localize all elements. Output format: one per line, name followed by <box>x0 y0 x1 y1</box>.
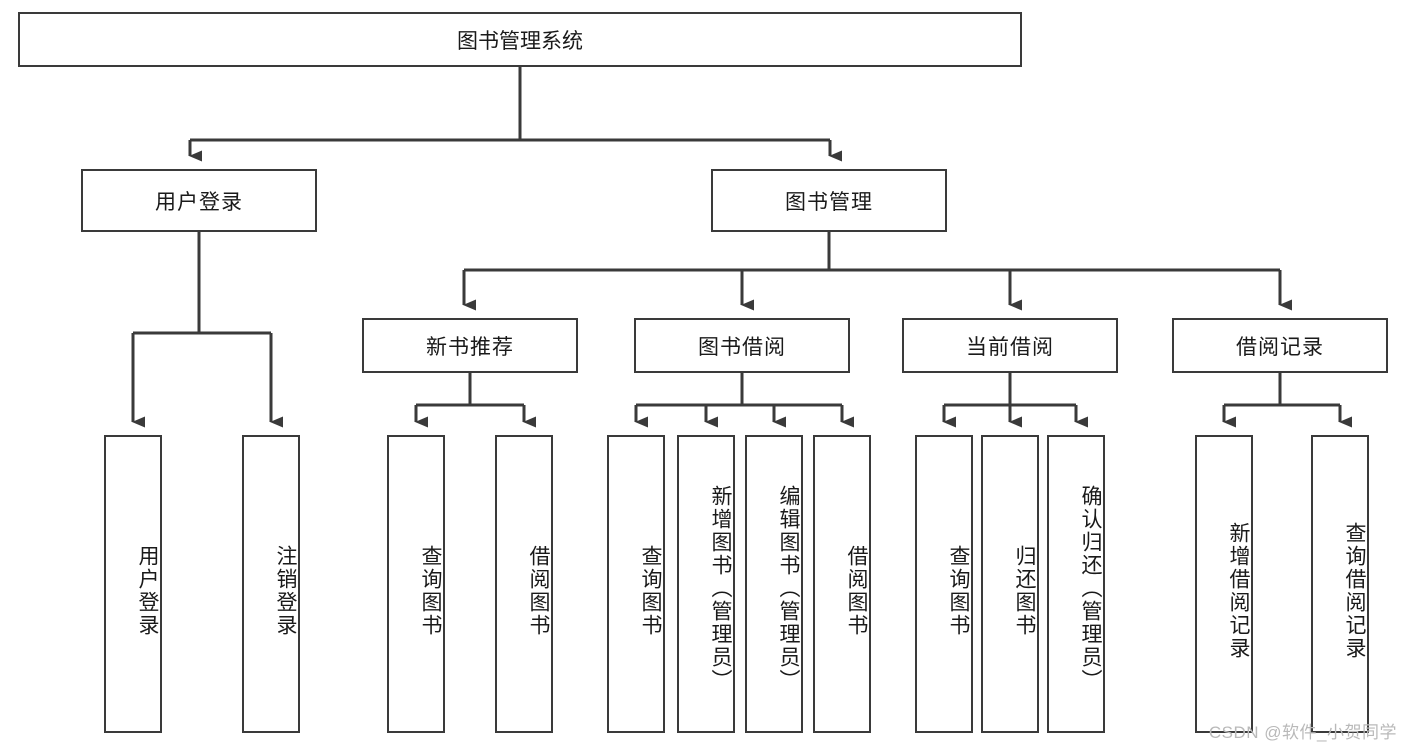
node-book-manage-label: 图书管理 <box>785 190 873 214</box>
node-borrow-record[interactable]: 借阅记录 <box>1172 318 1388 373</box>
node-leaf-rec-query-book[interactable]: 查询图书 <box>387 435 445 733</box>
node-book-borrow[interactable]: 图书借阅 <box>634 318 850 373</box>
node-leaf-rec-add-record-label: 新增借阅记录 <box>1227 522 1250 660</box>
node-leaf-borrow-borrow-book[interactable]: 借阅图书 <box>813 435 871 733</box>
node-user-login-label: 用户登录 <box>155 190 243 214</box>
node-leaf-cur-query-book[interactable]: 查询图书 <box>915 435 973 733</box>
node-leaf-user-logout-label: 注销登录 <box>274 545 297 637</box>
node-leaf-user-login[interactable]: 用户登录 <box>104 435 162 733</box>
node-leaf-borrow-query-book[interactable]: 查询图书 <box>607 435 665 733</box>
node-current-borrow-label: 当前借阅 <box>966 335 1054 359</box>
node-borrow-record-label: 借阅记录 <box>1236 335 1324 359</box>
node-leaf-cur-confirm-return-label: 确认归还（管理员） <box>1079 484 1102 692</box>
node-leaf-user-login-label: 用户登录 <box>136 545 159 637</box>
node-book-borrow-label: 图书借阅 <box>698 335 786 359</box>
node-leaf-rec-query-record-label: 查询借阅记录 <box>1343 522 1366 660</box>
node-leaf-borrow-edit-book[interactable]: 编辑图书（管理员） <box>745 435 803 733</box>
node-user-login[interactable]: 用户登录 <box>81 169 317 232</box>
node-leaf-rec-borrow-book-label: 借阅图书 <box>527 545 550 637</box>
watermark: CSDN @软件_小贺同学 <box>1208 723 1397 742</box>
node-leaf-rec-query-record[interactable]: 查询借阅记录 <box>1311 435 1369 733</box>
node-leaf-rec-add-record[interactable]: 新增借阅记录 <box>1195 435 1253 733</box>
node-leaf-rec-borrow-book[interactable]: 借阅图书 <box>495 435 553 733</box>
node-leaf-rec-query-book-label: 查询图书 <box>419 545 442 637</box>
node-leaf-cur-return-book-label: 归还图书 <box>1013 545 1036 637</box>
node-leaf-borrow-edit-book-label: 编辑图书（管理员） <box>777 484 800 692</box>
node-leaf-user-logout[interactable]: 注销登录 <box>242 435 300 733</box>
node-leaf-cur-confirm-return[interactable]: 确认归还（管理员） <box>1047 435 1105 733</box>
node-leaf-cur-query-book-label: 查询图书 <box>947 545 970 637</box>
node-leaf-borrow-add-book[interactable]: 新增图书（管理员） <box>677 435 735 733</box>
node-leaf-borrow-add-book-label: 新增图书（管理员） <box>709 484 732 692</box>
node-root-label: 图书管理系统 <box>457 29 583 53</box>
node-new-book-rec-label: 新书推荐 <box>426 335 514 359</box>
node-leaf-borrow-borrow-book-label: 借阅图书 <box>845 545 868 637</box>
node-current-borrow[interactable]: 当前借阅 <box>902 318 1118 373</box>
node-leaf-cur-return-book[interactable]: 归还图书 <box>981 435 1039 733</box>
node-book-manage[interactable]: 图书管理 <box>711 169 947 232</box>
node-new-book-rec[interactable]: 新书推荐 <box>362 318 578 373</box>
node-root[interactable]: 图书管理系统 <box>18 12 1022 67</box>
node-leaf-borrow-query-book-label: 查询图书 <box>639 545 662 637</box>
